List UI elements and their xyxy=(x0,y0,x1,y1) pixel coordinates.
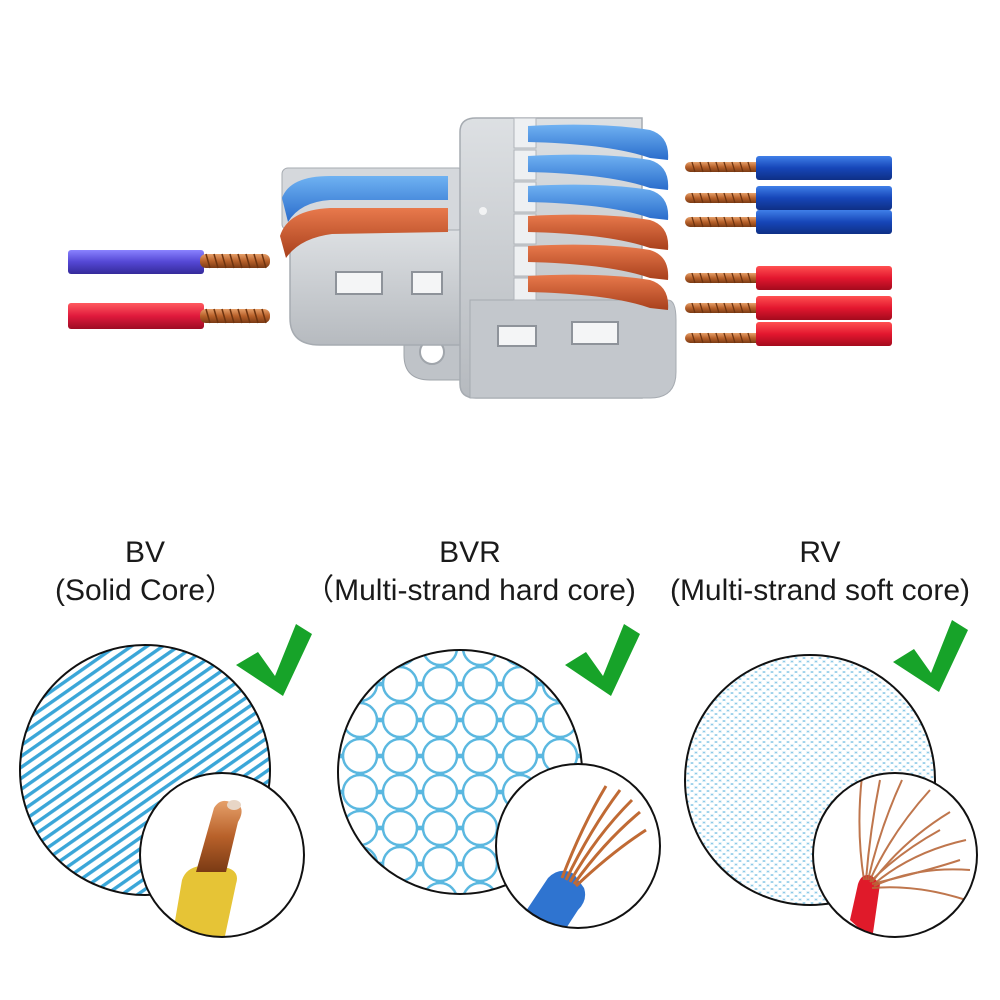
rv-description: (Multi-strand soft core) xyxy=(669,574,971,607)
bv-code: BV xyxy=(124,536,166,569)
right-wires xyxy=(685,156,892,346)
bv-label: BV (Solid Core） xyxy=(40,534,250,610)
left-wires xyxy=(68,250,270,329)
check-mark-icon xyxy=(893,620,968,692)
rv-label: RV (Multi-strand soft core) xyxy=(655,534,985,610)
check-mark-icon xyxy=(565,624,640,696)
wire-connector xyxy=(280,117,677,399)
check-mark-icon xyxy=(236,624,312,696)
bvr-code: BVR xyxy=(439,536,501,569)
bvr-label: BVR （Multi-strand hard core) xyxy=(295,534,645,610)
rv-code: RV xyxy=(799,536,841,569)
bv-description: (Solid Core） xyxy=(54,574,236,607)
bvr-description: （Multi-strand hard core) xyxy=(304,574,636,607)
rv-wire-closeup xyxy=(812,772,978,938)
bvr-wire-closeup xyxy=(495,763,661,929)
bv-wire-closeup xyxy=(139,772,305,938)
